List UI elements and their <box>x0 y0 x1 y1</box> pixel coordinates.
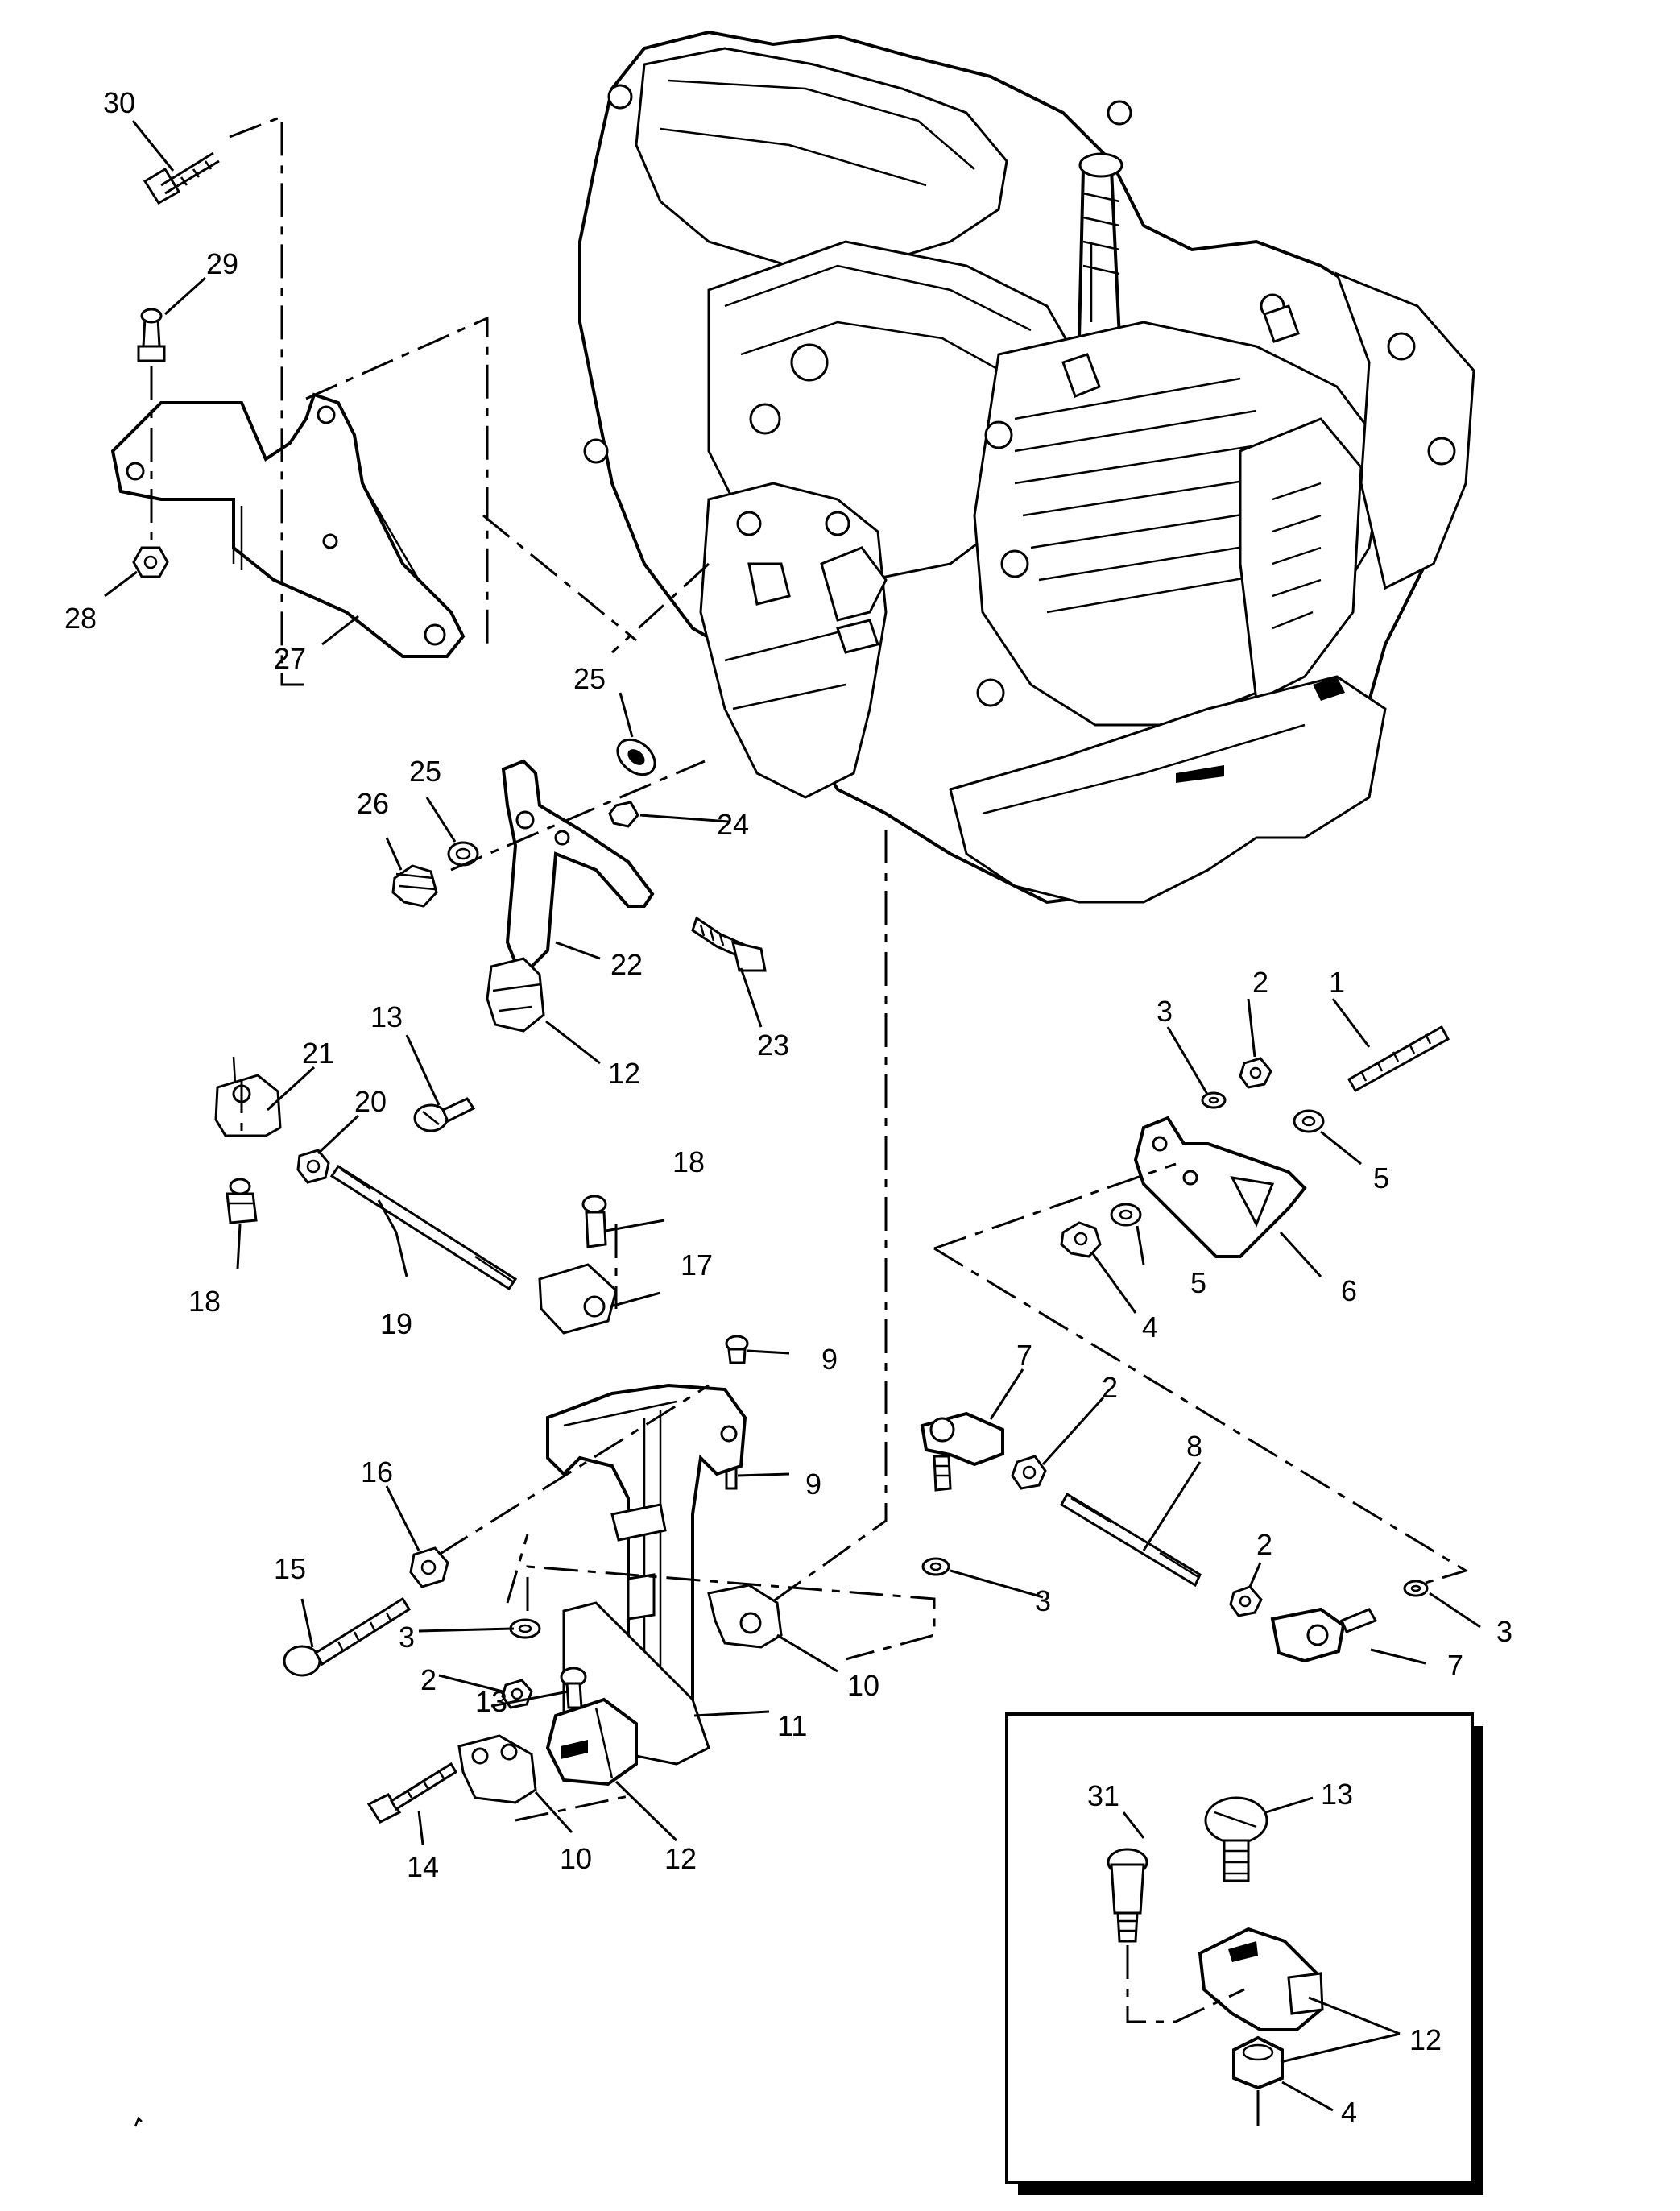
callout-28: 28 <box>64 602 97 635</box>
callout-26: 26 <box>357 787 389 820</box>
callout-10: 10 <box>847 1669 879 1702</box>
callout-3: 3 <box>1157 995 1173 1028</box>
callout-9: 9 <box>805 1468 821 1501</box>
callout-9: 9 <box>821 1343 838 1376</box>
part-4-nut <box>1060 1221 1102 1258</box>
callout-3: 3 <box>1035 1584 1051 1617</box>
part-5-washer-top <box>1293 1109 1325 1133</box>
part-7-ball-joint-upper <box>920 1411 1004 1492</box>
part-10-block-lower <box>457 1734 537 1804</box>
inset-part-4-nut <box>1232 2035 1284 2090</box>
callout-1: 1 <box>1329 966 1345 999</box>
callout-2: 2 <box>1252 966 1268 999</box>
part-23-screw <box>691 916 767 972</box>
callout-8: 8 <box>1186 1430 1202 1463</box>
detail-inset: 31 13 12 4 <box>1005 1712 1483 2195</box>
callout-16: 16 <box>361 1455 393 1488</box>
callout-29: 29 <box>206 247 238 280</box>
callout-25: 25 <box>573 662 606 695</box>
callout-18: 18 <box>672 1145 705 1178</box>
callout-23: 23 <box>757 1029 789 1062</box>
part-12-clamp-lower <box>545 1697 638 1787</box>
callout-12: 12 <box>664 1842 697 1875</box>
callout-19: 19 <box>380 1307 412 1340</box>
callout-2: 2 <box>1256 1528 1272 1561</box>
callout-12: 12 <box>608 1057 640 1090</box>
callout-13: 13 <box>370 1000 403 1033</box>
part-3-washer-top <box>1201 1091 1227 1109</box>
callout-22: 22 <box>610 948 643 981</box>
callout-10: 10 <box>560 1842 592 1875</box>
part-15-bolt <box>283 1596 412 1677</box>
callout-24: 24 <box>717 808 749 841</box>
callout-3: 3 <box>399 1621 415 1654</box>
inset-part-31-screw <box>1107 1848 1148 1943</box>
part-2-nut-right <box>1229 1585 1263 1617</box>
part-7-ball-joint-lower <box>1270 1607 1378 1663</box>
inset-callout-12: 12 <box>1409 2023 1442 2056</box>
callout-20: 20 <box>354 1085 387 1118</box>
callout-14: 14 <box>407 1850 439 1883</box>
callout-25: 25 <box>409 755 441 788</box>
part-17-block <box>538 1263 618 1335</box>
part-5-washer-lower <box>1110 1203 1142 1227</box>
part-18-pin-right <box>581 1195 607 1248</box>
part-21-clevis <box>214 1056 282 1137</box>
inset-part-13-screw <box>1204 1796 1268 1882</box>
part-13-screw-lower <box>560 1667 587 1709</box>
callout-13: 13 <box>475 1685 507 1718</box>
callout-11: 11 <box>777 1709 807 1742</box>
part-20-nut <box>296 1149 330 1184</box>
callout-6: 6 <box>1341 1274 1357 1307</box>
callout-5: 5 <box>1190 1266 1206 1299</box>
callout-7: 7 <box>1447 1649 1463 1682</box>
inset-callout-31: 31 <box>1087 1779 1119 1812</box>
part-25-washer-upper <box>616 738 656 776</box>
callout-15: 15 <box>274 1552 306 1585</box>
part-10-block-upper <box>707 1584 783 1649</box>
part-22-lever <box>501 759 655 969</box>
part-12-clamp-upper <box>486 957 545 1033</box>
part-30-bolt <box>143 151 220 205</box>
callout-3: 3 <box>1496 1615 1512 1648</box>
assembly-lines <box>150 114 1469 1822</box>
callout-27: 27 <box>274 642 306 675</box>
part-26-locknut <box>391 864 438 908</box>
part-1-stud <box>1347 1025 1450 1093</box>
callout-5: 5 <box>1373 1161 1389 1195</box>
part-27-bracket <box>110 392 466 658</box>
callout-17: 17 <box>681 1248 713 1281</box>
callout-labels: 30 29 28 27 25 25 26 24 22 23 21 13 12 2… <box>64 86 1512 1883</box>
part-16-nut <box>409 1546 449 1588</box>
part-3-washer-right <box>1403 1580 1429 1597</box>
callout-18: 18 <box>188 1285 221 1318</box>
part-2-nut-mid <box>1011 1455 1047 1490</box>
inset-callout-13: 13 <box>1321 1778 1353 1811</box>
part-8-rod <box>1060 1492 1202 1588</box>
part-3-washer-left <box>509 1618 541 1639</box>
part-2-nut-top <box>1239 1057 1272 1089</box>
part-13-screw-upper <box>413 1097 476 1132</box>
part-9-pin-top <box>725 1335 749 1364</box>
part-3-washer-mid <box>921 1557 950 1576</box>
leader-lines <box>104 120 1481 1845</box>
callout-2: 2 <box>420 1663 437 1696</box>
part-6-plate <box>1133 1116 1307 1258</box>
part-28-nut <box>132 546 169 578</box>
part-19-rod <box>329 1164 518 1291</box>
part-14-bolt <box>366 1762 458 1824</box>
callout-30: 30 <box>103 86 135 119</box>
inset-callout-4: 4 <box>1341 2096 1357 2129</box>
part-29-fitting <box>137 308 166 362</box>
part-24-nut <box>608 801 639 828</box>
powerhead-assembly <box>578 30 1475 905</box>
callout-2: 2 <box>1102 1371 1118 1404</box>
stray-mark <box>134 2116 143 2127</box>
callout-7: 7 <box>1016 1339 1032 1372</box>
part-18-pin-left <box>226 1178 258 1224</box>
callout-4: 4 <box>1142 1310 1158 1344</box>
callout-21: 21 <box>302 1037 334 1070</box>
